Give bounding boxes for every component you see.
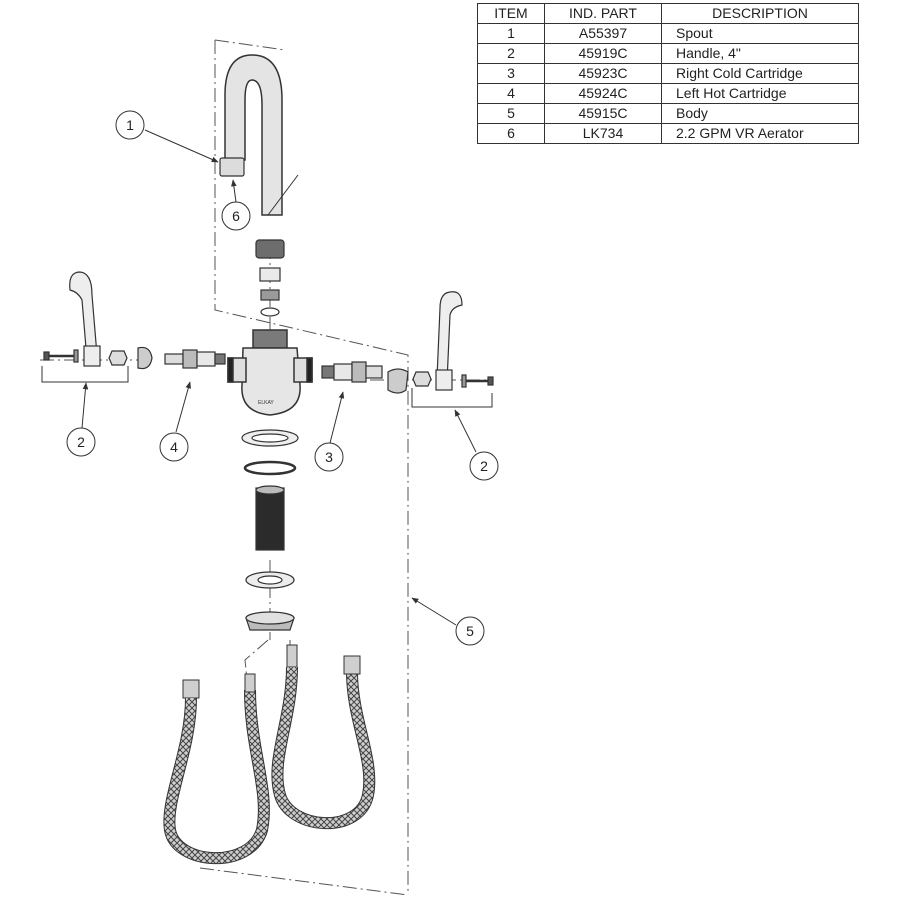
table-row: 5 45915C Body [477,103,859,124]
aerator [219,157,245,177]
callout-4: 4 [159,432,189,462]
spout [224,54,299,216]
spout-nut-and-washers [255,239,285,317]
callout-6: 6 [221,201,251,231]
cold-cartridge [321,361,383,383]
handle-right [387,291,494,394]
callout-number: 2 [480,458,488,474]
supply-hose-left [163,673,270,865]
supply-hose-right [271,644,376,830]
callout-5: 5 [455,616,485,646]
faucet-body: ELKAY [227,329,313,416]
callout-number: 5 [466,623,474,639]
part-number: 45923C [544,63,662,84]
mounting-hardware [241,429,299,631]
callout-number: 4 [170,439,178,455]
callout-number: 6 [232,208,240,224]
table-row: 3 45923C Right Cold Cartridge [477,63,859,84]
supply-hoses [163,644,376,865]
body-marking: ELKAY [258,400,274,406]
callout-1: 1 [115,110,145,140]
callout-number: 1 [126,117,134,133]
table-row: 2 45919C Handle, 4" [477,43,859,64]
callout-number: 3 [325,449,333,465]
part-description: Left Hot Cartridge [661,83,859,104]
leader-lines [41,129,493,626]
part-description: 2.2 GPM VR Aerator [661,123,859,144]
part-description: Handle, 4" [661,43,859,64]
callout-2-right: 2 [469,451,499,481]
table-row: 6 LK734 2.2 GPM VR Aerator [477,123,859,144]
callout-3: 3 [314,442,344,472]
hot-cartridge [164,349,226,369]
parts-list-table: ITEM IND. PART DESCRIPTION 1 A55397 Spou… [477,3,859,144]
callout-number: 2 [77,434,85,450]
callout-2-left: 2 [66,427,96,457]
part-number: LK734 [544,123,662,144]
handle-left [43,271,153,370]
